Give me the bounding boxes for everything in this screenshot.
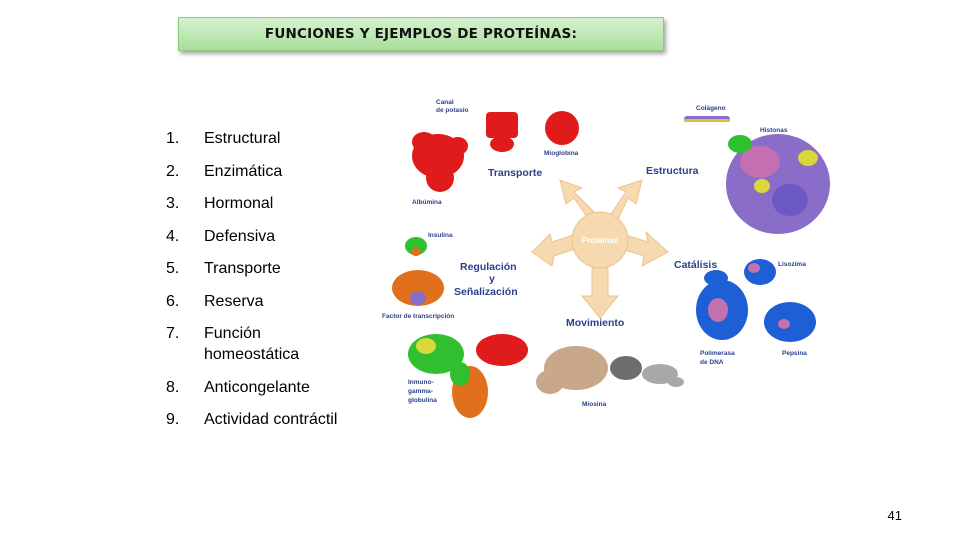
category-catalisis: Catálisis — [674, 259, 717, 271]
lisozima-protein — [744, 259, 776, 285]
colageno-protein — [684, 116, 730, 122]
label-miosina: Miosina — [582, 401, 607, 408]
list-item: 9.Actividad contráctil — [166, 411, 338, 428]
label-histonas: Histonas — [760, 127, 788, 134]
label-mioglobina: Mioglobina — [544, 150, 579, 157]
histonas-protein — [726, 134, 830, 234]
page-number: 41 — [887, 508, 902, 523]
list-item: 6.Reserva — [166, 292, 264, 310]
label-insulina: Insulina — [428, 232, 453, 239]
label-lisozima: Lisozima — [778, 261, 806, 268]
label-inmuno-2: gamma- — [408, 388, 433, 395]
center-label: Proteínas — [582, 236, 619, 245]
slide-title-box: FUNCIONES Y EJEMPLOS DE PROTEÍNAS: — [178, 17, 664, 51]
label-pepsina: Pepsina — [782, 350, 807, 357]
list-item: 8.Anticongelante — [166, 378, 310, 396]
category-movimiento: Movimiento — [566, 317, 624, 329]
canal-potasio-protein — [486, 112, 518, 152]
arrow-movimiento — [580, 259, 620, 319]
pepsina-protein — [764, 302, 816, 342]
center-circle — [571, 211, 629, 269]
mioglobina-protein — [545, 111, 579, 145]
albumina-protein — [412, 132, 468, 192]
insulina-protein — [405, 237, 427, 256]
label-inmuno-3: globulina — [408, 397, 437, 404]
list-item: 4.Defensiva — [166, 227, 276, 245]
inmunoglobulina-protein — [408, 334, 528, 418]
polimerasa-protein — [696, 270, 748, 340]
label-albumina: Albúmina — [412, 199, 442, 206]
protein-functions-diagram: Proteínas Transporte Estructura Catálisi… — [382, 99, 830, 418]
functions-list: 1.Estructural 2.Enzimática 3.Hormonal 4.… — [166, 128, 356, 442]
list-item: 3.Hormonal — [166, 195, 274, 212]
category-transporte: Transporte — [488, 167, 542, 179]
label-polimerasa-1: Polimerasa — [700, 350, 735, 357]
label-factor: Factor de transcripción — [382, 313, 454, 320]
list-item: 2.Enzimática — [166, 162, 283, 180]
slide-title: FUNCIONES Y EJEMPLOS DE PROTEÍNAS: — [264, 26, 578, 42]
center-arrows — [531, 179, 669, 319]
label-canal-1: Canal — [436, 99, 454, 106]
miosina-protein — [536, 346, 684, 394]
factor-transcripcion-protein — [392, 270, 444, 306]
list-item: 7.Función homeostática — [166, 325, 300, 363]
category-regulacion-1: Regulación — [460, 261, 517, 273]
category-estructura: Estructura — [646, 165, 699, 177]
list-item: 5.Transporte — [166, 260, 281, 277]
list-item: 1.Estructural — [166, 130, 281, 147]
label-colageno: Colágeno — [696, 105, 726, 112]
category-regulacion-2: y — [489, 273, 495, 285]
label-canal-2: de potasio — [436, 107, 469, 114]
label-polimerasa-2: de DNA — [700, 359, 724, 366]
category-regulacion-3: Señalización — [454, 286, 518, 298]
label-inmuno-1: Inmuno- — [408, 379, 434, 386]
